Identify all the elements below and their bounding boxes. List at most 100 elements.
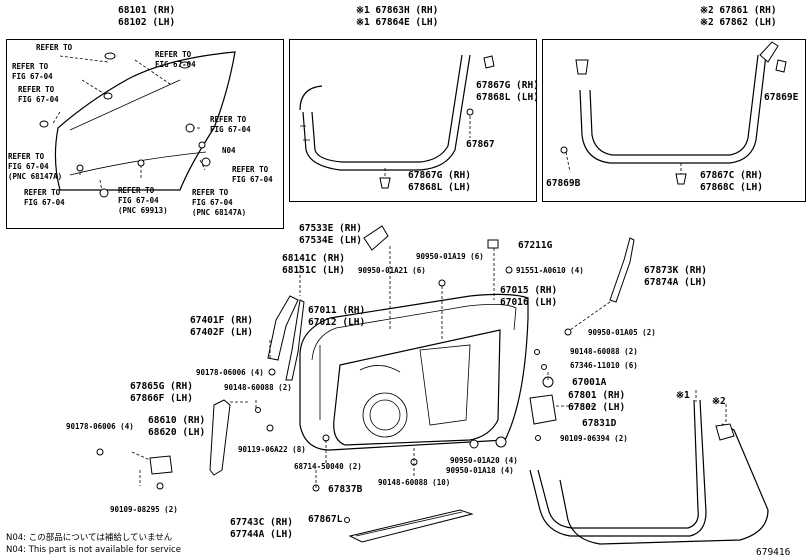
n04-mark: N04 [222, 146, 236, 155]
part-67011: 67011 (RH) [308, 305, 366, 316]
fig-7: FIG 67-04 [232, 175, 273, 184]
refer-7: REFER TO [232, 165, 269, 174]
refer-5: REFER TO [210, 115, 247, 124]
part-67869b: 67869B [546, 178, 581, 189]
bolt-90119: 90119-06A22 (8) [238, 445, 306, 454]
part-67016: 67016 (LH) [500, 297, 558, 308]
bolt-90148-10: 90148-60088 (10) [378, 478, 451, 487]
part-67869e: 67869E [764, 92, 799, 103]
mark-2: ※2 [712, 396, 726, 407]
part-67015: 67015 (RH) [500, 285, 558, 296]
part-67866f: 67866F (LH) [130, 393, 193, 404]
bolt-90950-01a05: 90950-01A05 (2) [588, 328, 656, 337]
bolt-68714: 68714-50040 (2) [294, 462, 362, 471]
refer-9: REFER TO [118, 186, 155, 195]
bolt-90178-4b: 90178-06006 (4) [66, 422, 134, 431]
part-67867c: 67867C (RH) [700, 170, 763, 181]
note-japanese: N04: この部品については補給していません [6, 533, 173, 543]
door-hinges-parts [96, 239, 572, 492]
part-67863h: ※1 67863H (RH) [356, 5, 439, 16]
fig-5: FIG 67-04 [210, 125, 251, 134]
bolt-90109-06394: 90109-06394 (2) [560, 434, 628, 443]
door-panel [299, 293, 557, 451]
refer-10: REFER TO [192, 188, 229, 197]
door-frame-molding [267, 225, 635, 381]
part-67861: ※2 67861 (RH) [700, 5, 777, 16]
fig-10: FIG 67-04 [192, 198, 233, 207]
part-67867l: 67867L [308, 514, 343, 525]
part-67867g-b: 67867G (RH) [408, 170, 471, 181]
refer-1: REFER TO [36, 43, 73, 52]
frame-glass [6, 39, 284, 229]
part-67534e: 67534E (LH) [299, 235, 362, 246]
part-67864e: ※1 67864E (LH) [356, 17, 439, 28]
refer-3: REFER TO [12, 62, 49, 71]
part-67867g-a: 67867G (RH) [476, 80, 539, 91]
bolt-90950-01a20: 90950-01A20 (4) [450, 456, 518, 465]
pnc-3: (PNC 68147A) [192, 208, 247, 217]
note-english: N04: This part is not available for serv… [6, 545, 181, 555]
refer-8: REFER TO [24, 188, 61, 197]
fig-2: FIG 67-04 [155, 60, 196, 69]
part-67211g: 67211G [518, 240, 553, 251]
part-67862: ※2 67862 (LH) [700, 17, 777, 28]
frame-weatherstrip-2 [542, 39, 806, 202]
bolt-90950-01a19: 90950-01A19 (6) [416, 252, 484, 261]
bolt-67346: 67346-11010 (6) [570, 361, 638, 370]
bolt-90950-01a21: 90950-01A21 (6) [358, 266, 426, 275]
part-67868l-b: 67868L (LH) [408, 182, 471, 193]
part-67001a: 67001A [572, 377, 607, 388]
part-68141c: 68141C (RH) [282, 253, 345, 264]
part-67873k: 67873K (RH) [644, 265, 707, 276]
bolt-91551: 91551-A0610 (4) [516, 266, 584, 275]
refer-2: REFER TO [155, 50, 192, 59]
bolt-90950-01a18: 90950-01A18 (4) [446, 466, 514, 475]
bolt-90109-08295: 90109-08295 (2) [110, 505, 178, 514]
fig-9: FIG 67-04 [118, 196, 159, 205]
opening-weatherstrip [529, 390, 769, 545]
main-leader-lines [131, 246, 611, 488]
part-67867: 67867 [466, 139, 495, 150]
mark-1: ※1 [676, 390, 690, 401]
bolt-90148-2b: 90148-60088 (2) [224, 383, 292, 392]
part-67837b: 67837B [328, 484, 363, 495]
frame-weatherstrip-1 [289, 39, 537, 202]
part-67831d: 67831D [582, 418, 617, 429]
door-glass [54, 51, 236, 191]
fig-8: FIG 67-04 [24, 198, 65, 207]
part-67744a: 67744A (LH) [230, 529, 293, 540]
part-67402f: 67402F (LH) [190, 327, 253, 338]
diagram-id: 679416 [756, 547, 791, 558]
fig-6: FIG 67-04 [8, 162, 49, 171]
part-67802: 67802 (LH) [568, 402, 626, 413]
part-67865g: 67865G (RH) [130, 381, 193, 392]
part-67743c: 67743C (RH) [230, 517, 293, 528]
bolt-90148-2a: 90148-60088 (2) [570, 347, 638, 356]
part-67801: 67801 (RH) [568, 390, 626, 401]
glass-clips [39, 52, 211, 198]
fig-4: FIG 67-04 [18, 95, 59, 104]
part-68620: 68620 (LH) [148, 427, 206, 438]
weatherstrip-2 [560, 41, 787, 185]
scuff-plate [344, 509, 474, 543]
fig-3: FIG 67-04 [12, 72, 53, 81]
refer-6: REFER TO [8, 152, 45, 161]
pnc-2: (PNC 69913) [118, 206, 168, 215]
part-68102: 68102 (LH) [118, 17, 176, 28]
part-67533e: 67533E (RH) [299, 223, 362, 234]
refer-4: REFER TO [18, 85, 55, 94]
part-68101: 68101 (RH) [118, 5, 176, 16]
part-67868l-a: 67868L (LH) [476, 92, 539, 103]
pnc-1: (PNC 68147A) [8, 172, 63, 181]
part-67874a: 67874A (LH) [644, 277, 707, 288]
part-67401f: 67401F (RH) [190, 315, 253, 326]
glass-leader-lines [51, 55, 206, 193]
part-68610: 68610 (RH) [148, 415, 206, 426]
part-67012: 67012 (LH) [308, 317, 366, 328]
weatherstrip-1 [299, 54, 495, 189]
part-67868c: 67868C (LH) [700, 182, 763, 193]
part-68151c: 68151C (LH) [282, 265, 345, 276]
bolt-90178-4a: 90178-06006 (4) [196, 368, 264, 377]
